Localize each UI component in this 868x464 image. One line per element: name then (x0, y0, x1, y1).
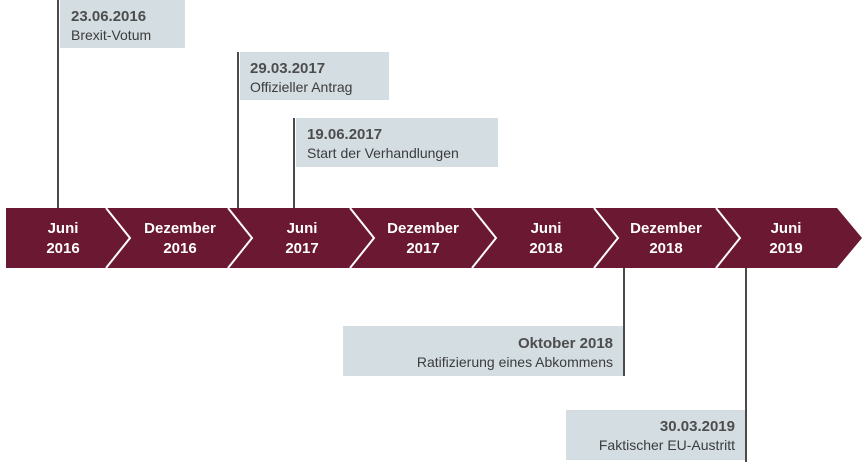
period-month-label: Juni (771, 220, 802, 237)
period-year-label: 2016 (46, 240, 79, 257)
event-description: Brexit-Votum (71, 27, 152, 43)
event-date: 23.06.2016 (71, 8, 147, 25)
event-callout-negotiation-start: 19.06.2017 Start der Verhandlungen (296, 118, 498, 167)
period-year-label: 2016 (163, 240, 196, 257)
chevron-divider (227, 207, 254, 269)
event-description: Offizieller Antrag (250, 79, 353, 95)
arrow-body (6, 208, 862, 268)
connector-brexit-vote (57, 0, 59, 208)
period-month-label: Juni (531, 220, 562, 237)
period-year-label: 2019 (769, 240, 802, 257)
chevron-divider (593, 207, 620, 269)
event-callout-ratification: Oktober 2018 Ratifizierung eines Abkomme… (343, 326, 623, 376)
period-year-label: 2018 (649, 240, 682, 257)
period-year-label: 2018 (529, 240, 562, 257)
period-month-label: Dezember (144, 220, 216, 237)
period-month-label: Dezember (387, 220, 459, 237)
chevron-divider (105, 207, 132, 269)
period-labels: Juni 2016 Dezember 2016 Juni 2017 Dezember 2017… (46, 220, 802, 257)
period-month-label: Juni (287, 220, 318, 237)
connector-negotiation-start (293, 118, 295, 208)
event-date: 19.06.2017 (307, 126, 383, 143)
event-date: 29.03.2017 (250, 60, 326, 77)
connector-official-request (237, 52, 239, 208)
period-year-label: 2017 (406, 240, 439, 257)
event-callout-brexit-vote: 23.06.2016 Brexit-Votum (60, 0, 185, 48)
period-month-label: Juni (48, 220, 79, 237)
chevron-dividers (105, 207, 742, 269)
event-description: Faktischer EU-Austritt (598, 437, 735, 453)
connector-eu-exit (745, 268, 747, 462)
event-description: Ratifizierung eines Abkommens (416, 354, 613, 370)
event-date: Oktober 2018 (517, 335, 613, 352)
chevron-divider (349, 207, 376, 269)
period-month-label: Dezember (630, 220, 702, 237)
event-date: 30.03.2019 (659, 418, 735, 435)
event-description: Start der Verhandlungen (307, 145, 459, 161)
chevron-divider (715, 207, 742, 269)
event-callout-eu-exit: 30.03.2019 Faktischer EU-Austritt (566, 410, 745, 460)
period-year-label: 2017 (285, 240, 318, 257)
connector-ratification (623, 268, 625, 376)
chevron-divider (471, 207, 498, 269)
event-callout-official-request: 29.03.2017 Offizieller Antrag (240, 52, 389, 100)
